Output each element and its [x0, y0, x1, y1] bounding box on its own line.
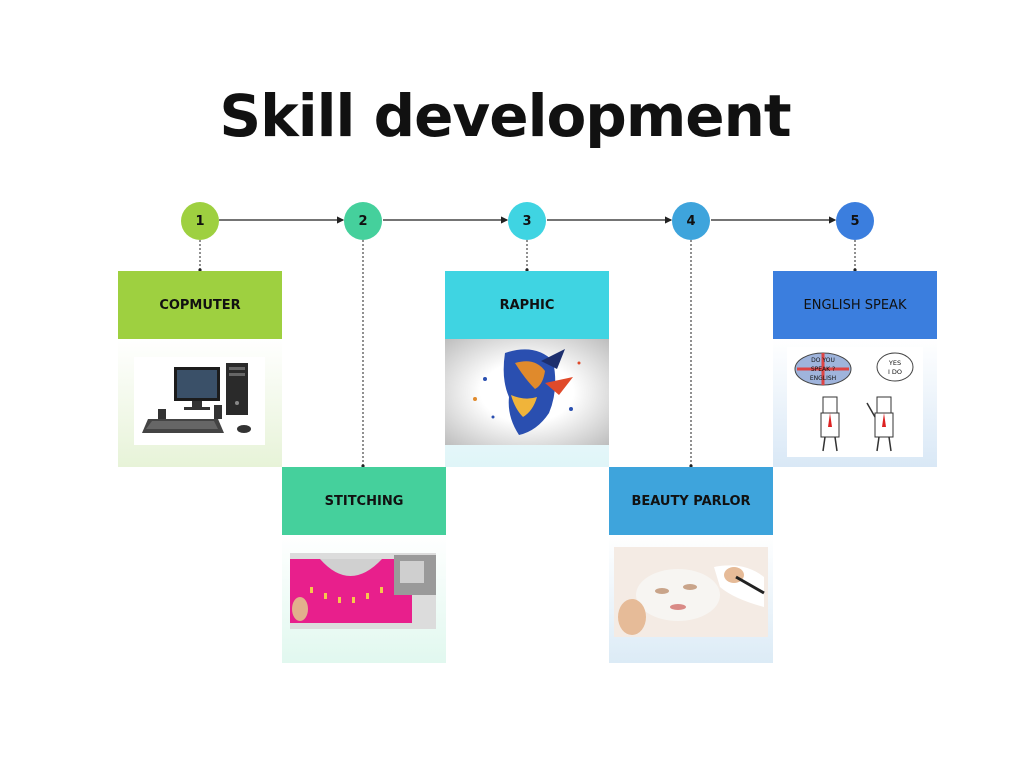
- step-5-body: DO YOU SPEAK ? ENGLISH YES I DO: [773, 339, 937, 467]
- step-3-card: RAPHIC: [445, 271, 609, 467]
- english-speak-image: DO YOU SPEAK ? ENGLISH YES I DO: [787, 347, 923, 457]
- step-4-circle: 4: [672, 202, 710, 240]
- step-2-number: 2: [358, 213, 368, 229]
- step-3-header: RAPHIC: [445, 271, 609, 339]
- step-4-label: BEAUTY PARLOR: [631, 493, 751, 509]
- step-4-card: BEAUTY PARLOR: [609, 467, 773, 663]
- step-4-number: 4: [686, 213, 696, 229]
- step-1-card: COPMUTER: [118, 271, 282, 467]
- step-5-circle: 5: [836, 202, 874, 240]
- graphic-image: [445, 339, 609, 445]
- svg-text:DO YOU: DO YOU: [811, 357, 835, 364]
- step-5-label: ENGLISH SPEAK: [803, 297, 907, 313]
- step-2-header: STITCHING: [282, 467, 446, 535]
- step-1-body: [118, 339, 282, 467]
- step-3-label: RAPHIC: [499, 297, 555, 313]
- dotted-drops: [198, 240, 857, 468]
- svg-text:I DO: I DO: [888, 368, 902, 376]
- step-3-body: [445, 339, 609, 467]
- computer-image: [134, 357, 265, 445]
- step-5-card: ENGLISH SPEAK DO YOU SPEAK ? ENGLISH YES…: [773, 271, 937, 467]
- svg-text:ENGLISH: ENGLISH: [810, 375, 836, 382]
- step-3-circle: 3: [508, 202, 546, 240]
- step-2-circle: 2: [344, 202, 382, 240]
- step-1-label: COPMUTER: [159, 297, 241, 313]
- step-2-body: [282, 535, 446, 663]
- computer-icon: [142, 363, 251, 433]
- step-4-header: BEAUTY PARLOR: [609, 467, 773, 535]
- step-5-header: ENGLISH SPEAK: [773, 271, 937, 339]
- conversation-icon: DO YOU SPEAK ? ENGLISH YES I DO: [794, 352, 914, 452]
- page-title: Skill development: [219, 82, 791, 150]
- svg-text:YES: YES: [888, 359, 901, 367]
- step-4-body: [609, 535, 773, 663]
- stitching-image: [290, 553, 436, 629]
- facial-mask-icon: [614, 547, 768, 637]
- sewing-icon: [290, 553, 436, 629]
- step-2-card: STITCHING: [282, 467, 446, 663]
- step-1-header: COPMUTER: [118, 271, 282, 339]
- step-3-number: 3: [522, 213, 532, 229]
- svg-text:SPEAK ?: SPEAK ?: [811, 366, 835, 373]
- beauty-parlor-image: [614, 547, 768, 637]
- step-2-label: STITCHING: [324, 493, 404, 509]
- step-5-number: 5: [850, 213, 860, 229]
- step-1-circle: 1: [181, 202, 219, 240]
- step-1-number: 1: [195, 213, 205, 229]
- abstract-face-icon: [473, 349, 581, 435]
